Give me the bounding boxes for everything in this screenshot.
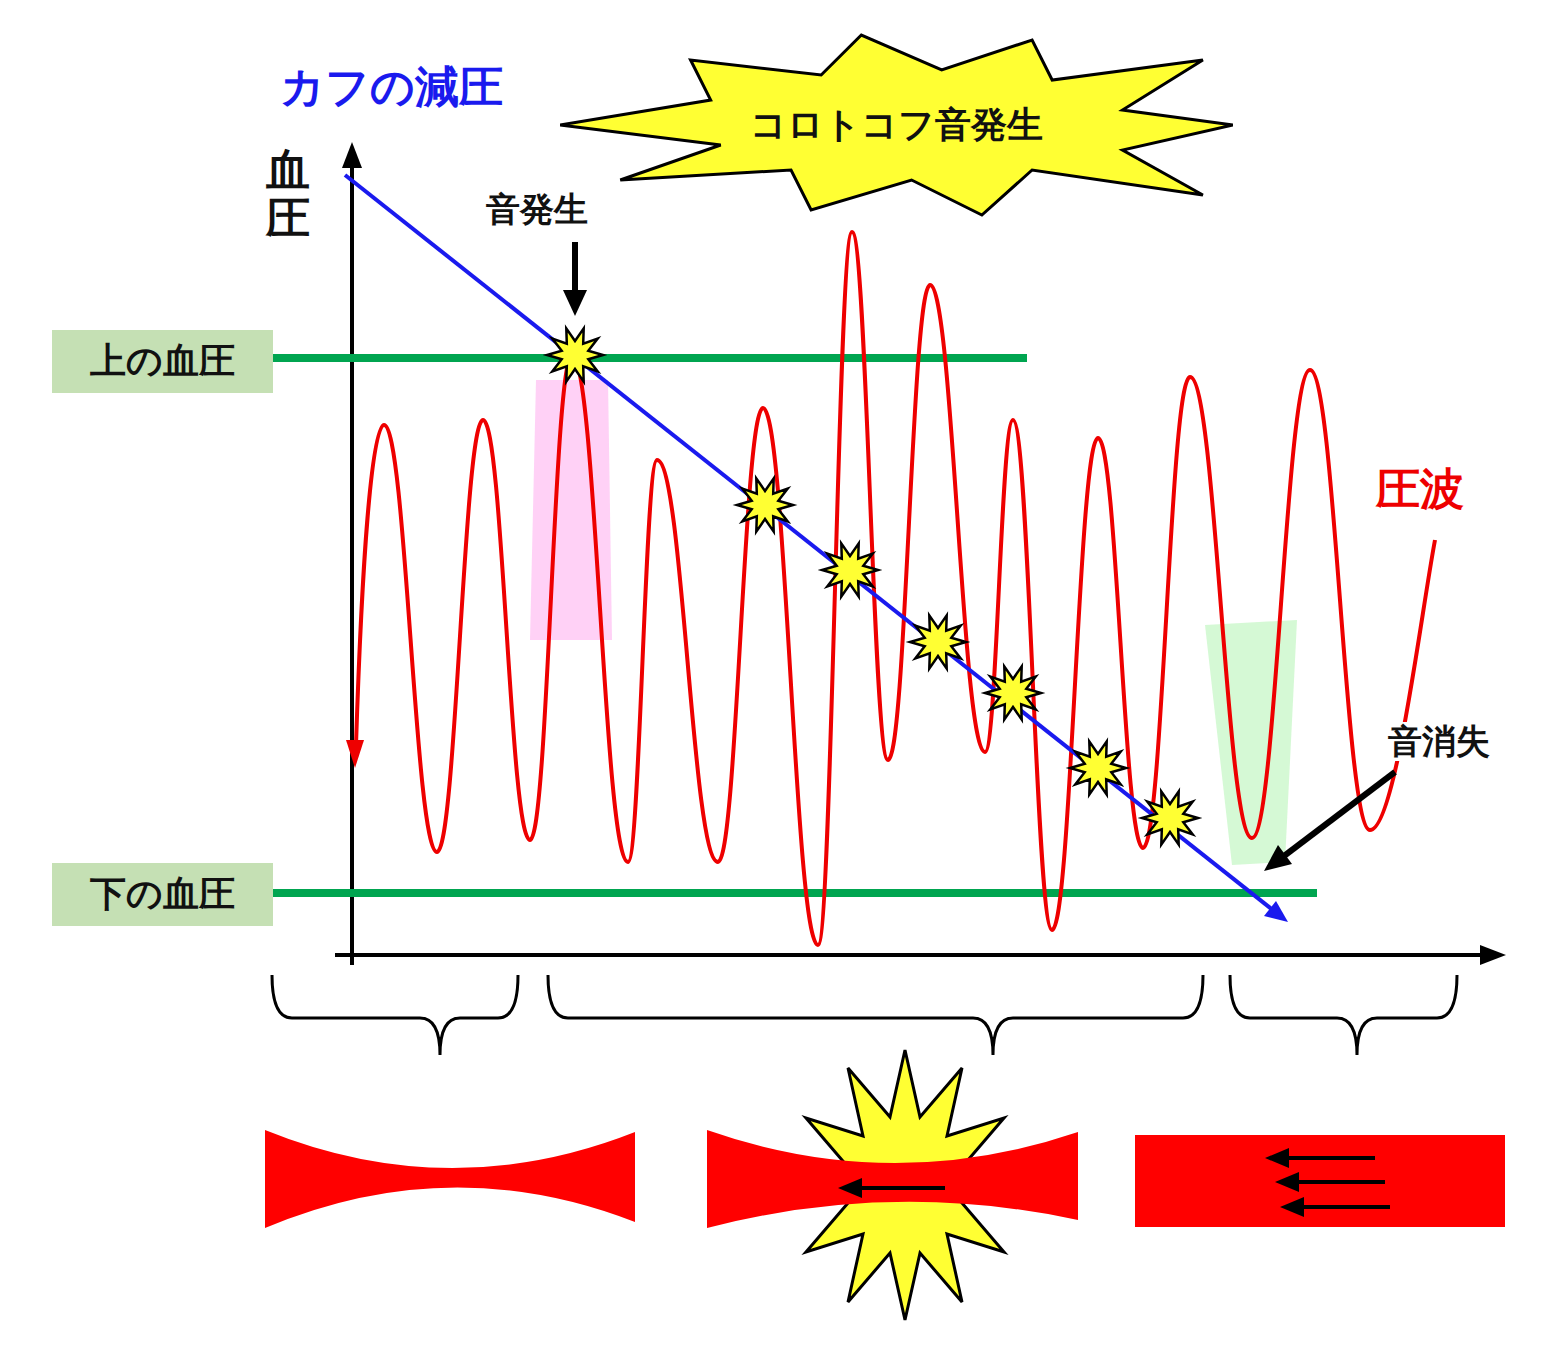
flow-arrow (1285, 1156, 1375, 1160)
wave-start-arrow (346, 740, 364, 768)
flow-arrowhead (1275, 1172, 1299, 1192)
end-highlight (1205, 620, 1297, 865)
artery-closed (265, 1130, 635, 1228)
sound-end-arrow (1284, 772, 1395, 856)
artery-narrowed (707, 1130, 1078, 1228)
systolic-box: 上の血圧 (52, 330, 273, 393)
sound-burst (547, 328, 603, 381)
flow-arrow (1300, 1205, 1390, 1209)
box-text: 上の血圧 (90, 337, 235, 386)
title-burst: コロトコフ音発生 (560, 30, 1233, 220)
y-axis-arrow (342, 142, 362, 168)
axis-label: 血圧 (266, 146, 310, 243)
flow-arrowhead (1265, 1148, 1289, 1168)
box-text: 下の血圧 (90, 870, 235, 919)
sound-burst (985, 666, 1041, 719)
flow-arrow (860, 1186, 945, 1190)
phase-bracket (1230, 975, 1457, 1055)
pressure-wave (356, 232, 1435, 945)
x-axis (335, 953, 1485, 957)
cuff-pressure-line (345, 175, 1274, 911)
sound-burst (1070, 741, 1126, 794)
sound-burst (822, 543, 878, 596)
cuff-pressure-arrow (1264, 901, 1288, 922)
sound-end-arrowhead (1264, 845, 1292, 871)
sound-start-arrow (572, 242, 578, 292)
cuff-label: カフの減圧 (280, 62, 503, 113)
y-axis (350, 160, 354, 965)
flow-arrowhead (838, 1178, 862, 1198)
sound-start-arrowhead (563, 290, 587, 316)
sound-burst (1142, 791, 1198, 844)
box-text: コロトコフ音発生 (750, 101, 1043, 150)
artery-open (1135, 1135, 1505, 1227)
flow-arrowhead (1280, 1197, 1304, 1217)
wave-label: 圧波 (1376, 464, 1464, 515)
flow-arrow (1295, 1180, 1385, 1184)
sound-burst (910, 615, 966, 668)
sound-start-label: 音発生 (486, 190, 588, 229)
phase-bracket (272, 975, 518, 1055)
sound-end-label: 音消失 (1385, 722, 1493, 761)
diastolic-box: 下の血圧 (52, 863, 273, 926)
burst-shape (560, 35, 1233, 215)
phase-bracket (548, 975, 1203, 1055)
systolic-line (273, 354, 1027, 362)
diastolic-line (273, 889, 1317, 897)
x-axis-arrow (1480, 945, 1506, 965)
sound-burst (737, 478, 793, 531)
